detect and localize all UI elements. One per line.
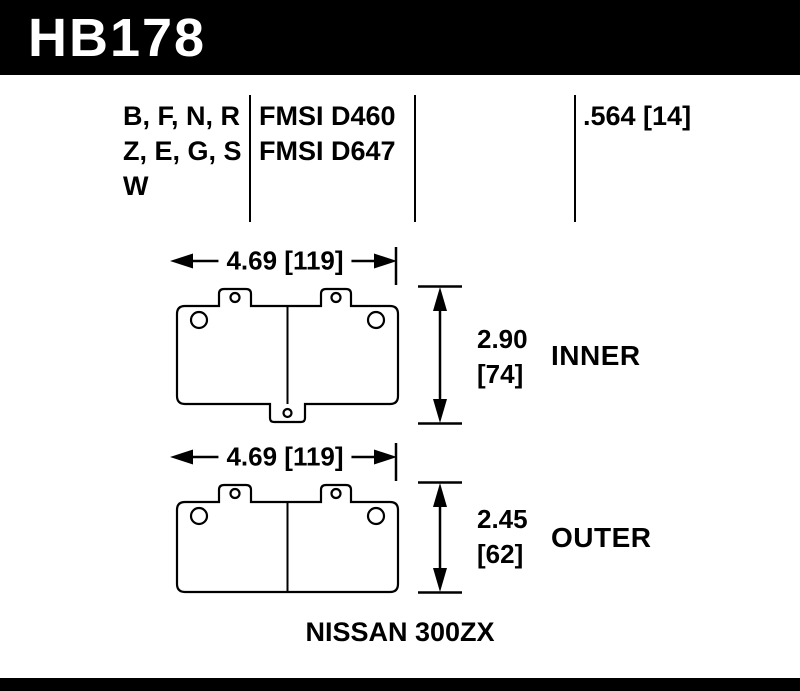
inner-pad-drawing	[175, 287, 400, 424]
inner-height-dimension	[418, 285, 462, 425]
tab-hole-icon	[330, 487, 342, 500]
table-divider-1	[249, 95, 251, 222]
outer-width-dimension: 4.69 [119]	[170, 437, 400, 481]
inner-height-mm: [74]	[477, 359, 524, 389]
pad-thickness: .564 [14]	[583, 101, 692, 131]
arrow-left-icon	[170, 253, 193, 269]
outer-pad-outline	[175, 483, 400, 594]
outer-height-value: 2.45	[477, 504, 528, 534]
vehicle-name: NISSAN 300ZX	[305, 617, 495, 647]
arrow-up-icon	[433, 287, 447, 311]
tab-hole-icon	[229, 487, 241, 500]
compound-row-3: W	[123, 171, 149, 201]
table-divider-3	[574, 95, 576, 222]
inner-width-label: 4.69 [119]	[218, 245, 352, 277]
mounting-hole-icon	[189, 310, 209, 330]
outer-position-label: OUTER	[551, 522, 652, 553]
tab-hole-icon	[229, 291, 241, 304]
arrow-up-icon	[433, 483, 447, 507]
arrow-down-icon	[433, 568, 447, 592]
outer-height-dimension	[418, 481, 462, 594]
compound-row-2: Z, E, G, S	[123, 136, 242, 166]
sensor-hole-icon	[282, 407, 293, 419]
mounting-hole-icon	[366, 310, 386, 330]
fmsi-numbers: FMSI D460 FMSI D647	[259, 99, 396, 169]
arrow-right-icon	[374, 449, 397, 465]
mounting-hole-icon	[366, 506, 386, 526]
fmsi-row-1: FMSI D460	[259, 101, 396, 131]
part-number: HB178	[28, 7, 207, 68]
compound-row-1: B, F, N, R	[123, 101, 241, 131]
inner-width-dimension: 4.69 [119]	[170, 241, 400, 285]
tab-hole-icon	[330, 291, 342, 304]
outer-height-mm: [62]	[477, 539, 524, 569]
inner-height-value: 2.90	[477, 324, 528, 354]
outer-pad-drawing	[175, 483, 400, 594]
table-divider-2	[414, 95, 416, 222]
outer-width-label: 4.69 [119]	[218, 441, 352, 473]
compound-codes: B, F, N, R Z, E, G, S W	[123, 99, 242, 204]
inner-position-label: INNER	[551, 340, 641, 371]
arrow-down-icon	[433, 399, 447, 423]
arrow-left-icon	[170, 449, 193, 465]
fmsi-row-2: FMSI D647	[259, 136, 396, 166]
inner-pad-outline	[175, 287, 400, 424]
arrow-right-icon	[374, 253, 397, 269]
mounting-hole-icon	[189, 506, 209, 526]
footer-bar	[0, 678, 800, 691]
header-bar: HB178	[0, 0, 800, 75]
